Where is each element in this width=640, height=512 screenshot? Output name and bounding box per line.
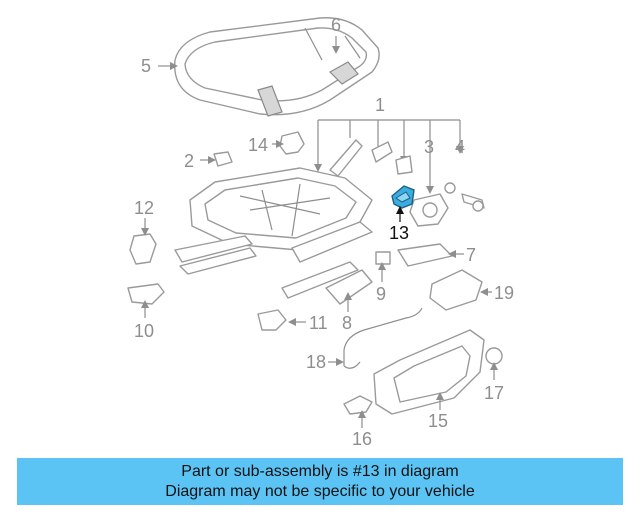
- callout-13: 13: [389, 223, 410, 243]
- callout-9: 9: [376, 284, 387, 304]
- callout-2: 2: [184, 151, 195, 171]
- part-13-highlighted: [391, 185, 415, 209]
- callout-8: 8: [342, 313, 353, 333]
- callout-11: 11: [309, 313, 328, 333]
- callout-19: 19: [494, 283, 515, 303]
- callout-3: 3: [424, 137, 435, 157]
- callout-4: 4: [455, 137, 466, 157]
- callout-1: 1: [375, 95, 386, 115]
- seat-cushion-part: [174, 17, 380, 117]
- seat-frame-part: [174, 167, 373, 299]
- callout-15: 15: [428, 411, 449, 431]
- parts-diagram: [127, 17, 503, 428]
- callout-17: 17: [484, 383, 505, 403]
- banner-line-part-number: Part or sub-assembly is #13 in diagram: [181, 462, 459, 480]
- callout-5: 5: [141, 56, 152, 76]
- banner-line-disclaimer: Diagram may not be specific to your vehi…: [165, 482, 475, 500]
- callout-14: 14: [248, 135, 269, 155]
- callout-6: 6: [331, 15, 342, 35]
- callout-18: 18: [306, 352, 327, 372]
- callout-16: 16: [352, 429, 373, 449]
- callout-12: 12: [134, 198, 155, 218]
- callout-10: 10: [134, 321, 155, 341]
- info-banner: Part or sub-assembly is #13 in diagram D…: [17, 458, 623, 505]
- callout-7: 7: [466, 245, 477, 265]
